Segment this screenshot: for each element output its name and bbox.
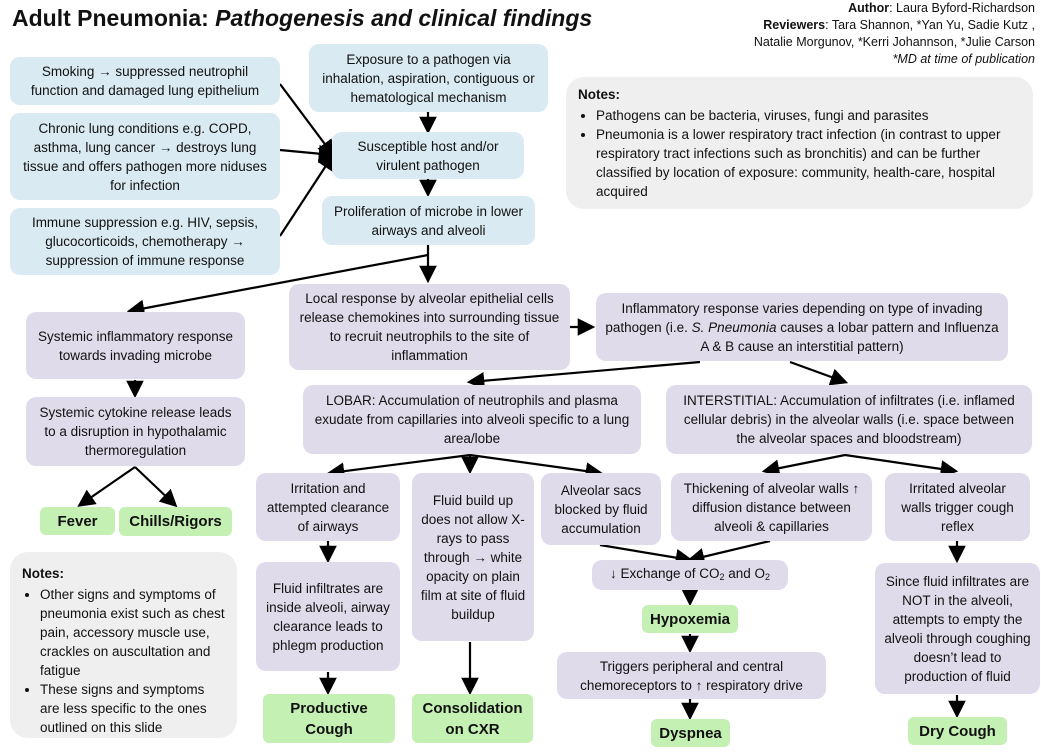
cytokine-box: Systemic cytokine release leads to a dis… [26, 397, 245, 466]
exchange-box: ↓ Exchange of CO2 and O2 [592, 560, 788, 590]
fluid-xray-box: Fluid build up does not allow X-rays to … [412, 473, 534, 641]
notes-top-item: Pneumonia is a lower respiratory tract i… [596, 125, 1021, 201]
risk-smoking: Smoking → suppressed neutrophil function… [10, 57, 280, 105]
finding-hypoxemia: Hypoxemia [642, 605, 738, 633]
risk-chronic-lung: Chronic lung conditions e.g. COPD, asthm… [10, 113, 280, 200]
host-box: Susceptible host and/or virulent pathoge… [332, 132, 524, 179]
lobar-box: LOBAR: Accumulation of neutrophils and p… [303, 385, 641, 454]
notes-top-title: Notes: [578, 87, 621, 102]
credits: Author: Laura Byford-Richardson Reviewer… [753, 1, 1035, 66]
page-title: Adult Pneumonia: Pathogenesis and clinic… [12, 5, 593, 31]
finding-dry-cough: Dry Cough [908, 717, 1007, 745]
exposure-box: Exposure to a pathogen via inhalation, a… [309, 44, 548, 112]
chemoreceptor-box: Triggers peripheral and central chemorec… [557, 652, 826, 699]
notes-bottom-title: Notes: [22, 566, 65, 581]
finding-consolidation: Consolidation on CXR [412, 694, 533, 743]
thickening-box: Thickening of alveolar walls ↑ diffusion… [671, 473, 872, 541]
finding-fever: Fever [40, 507, 115, 535]
systemic-response-box: Systemic inflammatory response towards i… [26, 312, 245, 379]
notes-bottom-item: These signs and symptoms are less specif… [40, 680, 225, 737]
finding-dyspnea: Dyspnea [651, 719, 730, 747]
risk-immune-suppression: Immune suppression e.g. HIV, sepsis, glu… [10, 208, 280, 275]
not-alveoli-box: Since fluid infiltrates are NOT in the a… [875, 563, 1040, 694]
notes-bottom: Notes: Other signs and symptoms of pneum… [10, 552, 237, 738]
notes-top: Notes: Pathogens can be bacteria, viruse… [566, 77, 1033, 209]
finding-chills: Chills/Rigors [119, 507, 232, 536]
infiltrates-box: Fluid infiltrates are inside alveoli, ai… [256, 562, 400, 671]
variation-box: Inflammatory response varies depending o… [596, 293, 1008, 361]
interstitial-box: INTERSTITIAL: Accumulation of infiltrate… [666, 385, 1032, 454]
notes-bottom-item: Other signs and symptoms of pneumonia ex… [40, 585, 225, 680]
alveolar-sacs-box: Alveolar sacs blocked by fluid accumulat… [541, 473, 661, 545]
notes-top-item: Pathogens can be bacteria, viruses, fung… [596, 106, 1021, 125]
finding-productive-cough: Productive Cough [263, 694, 395, 743]
local-response-box: Local response by alveolar epithelial ce… [289, 284, 570, 370]
proliferation-box: Proliferation of microbe in lower airway… [322, 196, 535, 245]
irritated-walls-box: Irritated alveolar walls trigger cough r… [885, 473, 1030, 541]
irritation-box: Irritation and attempted clearance of ai… [256, 473, 400, 541]
